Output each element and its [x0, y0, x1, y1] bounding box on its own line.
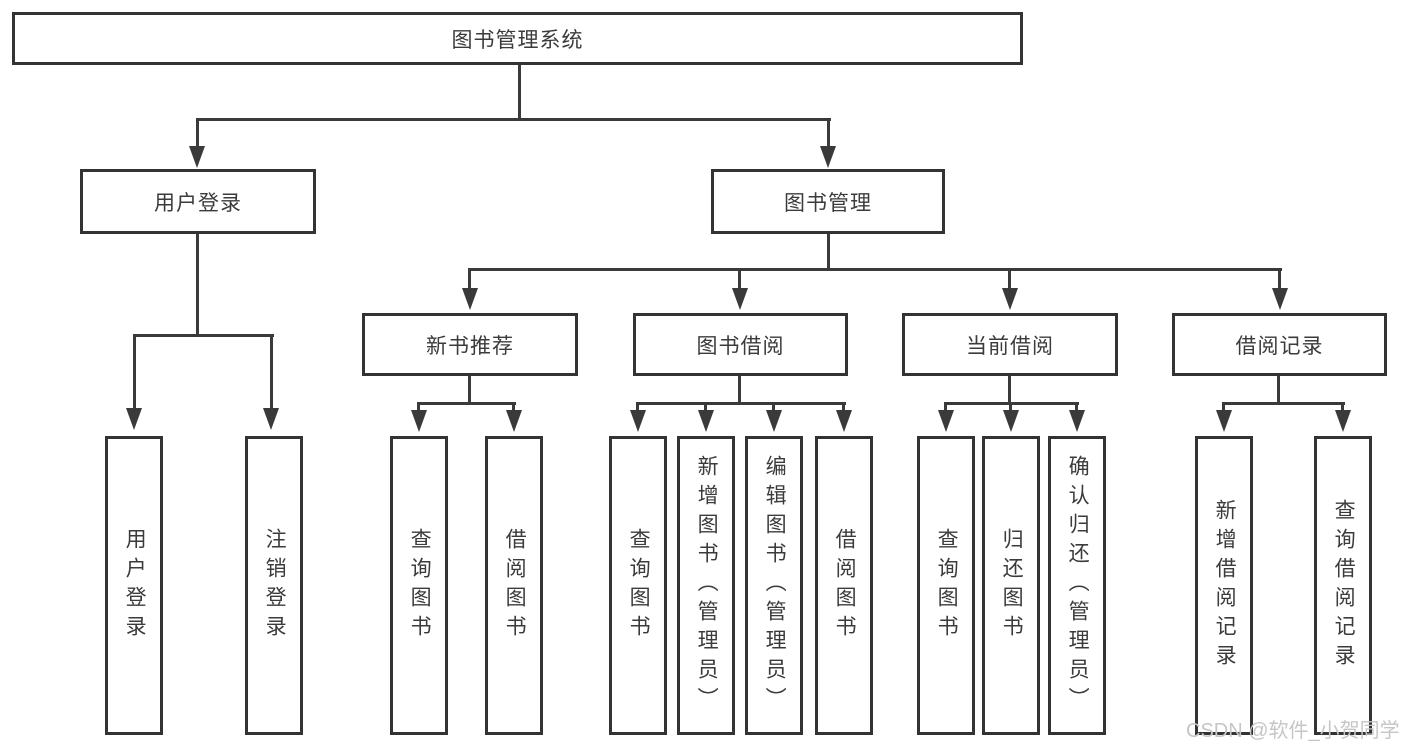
arrowhead-down: [126, 408, 142, 430]
connector-line: [1277, 376, 1280, 404]
arrowhead-down: [1216, 410, 1232, 432]
connector-line: [196, 118, 831, 121]
node-label: 归还图书: [1000, 527, 1024, 644]
node-current-borrowing: 当前借阅: [902, 313, 1118, 376]
connector-line: [417, 402, 420, 412]
leaf-add-books-admin: 新增图书（管理员）: [677, 436, 735, 735]
node-label: 新增借阅记录: [1213, 498, 1237, 673]
connector-line: [827, 118, 830, 148]
connector-line: [1341, 402, 1344, 412]
node-library-management-system: 图书管理系统: [12, 12, 1023, 65]
arrowhead-down: [506, 410, 522, 432]
connector-line: [636, 402, 846, 405]
connector-line: [944, 402, 947, 412]
arrowhead-down: [1069, 410, 1085, 432]
node-label: 用户登录: [154, 191, 242, 215]
node-label: 新增图书（管理员）: [695, 455, 719, 716]
arrowhead-down: [698, 410, 714, 432]
leaf-query-borrow-record: 查询借阅记录: [1314, 436, 1372, 735]
node-new-book-recommend: 新书推荐: [362, 313, 578, 376]
node-label: 借阅记录: [1235, 334, 1324, 358]
connector-line: [772, 402, 775, 412]
connector-line: [133, 334, 274, 337]
node-label: 图书管理系统: [451, 28, 584, 52]
node-book-borrowing: 图书借阅: [633, 313, 848, 376]
leaf-return-books: 归还图书: [982, 436, 1040, 735]
node-label: 查询图书: [935, 527, 959, 644]
connector-line: [1222, 402, 1345, 405]
connector-line: [1075, 402, 1078, 412]
arrowhead-down: [1272, 288, 1288, 310]
node-label: 查询图书: [408, 527, 432, 644]
connector-line: [738, 376, 741, 404]
connector-line: [468, 268, 1282, 271]
arrowhead-down: [836, 410, 852, 432]
node-label: 图书管理: [784, 191, 872, 215]
node-label: 借阅图书: [833, 527, 857, 644]
node-label: 当前借阅: [966, 334, 1054, 358]
node-label: 注销登录: [263, 527, 287, 644]
node-label: 查询借阅记录: [1332, 498, 1356, 673]
arrowhead-down: [189, 146, 205, 168]
node-user-login: 用户登录: [80, 169, 316, 234]
connector-line: [1222, 402, 1225, 412]
connector-line: [704, 402, 707, 412]
leaf-borrow-books-recommend: 借阅图书: [485, 436, 543, 735]
connector-line: [738, 268, 741, 290]
arrowhead-down: [766, 410, 782, 432]
connector-line: [512, 402, 515, 412]
arrowhead-down: [1003, 410, 1019, 432]
node-book-management: 图书管理: [711, 169, 945, 234]
arrowhead-down: [1335, 410, 1351, 432]
node-label: 图书借阅: [696, 334, 785, 358]
connector-line: [1009, 402, 1012, 412]
node-label: 新书推荐: [426, 334, 514, 358]
connector-line: [1008, 376, 1011, 404]
connector-line: [827, 234, 830, 270]
node-borrowing-records: 借阅记录: [1172, 313, 1387, 376]
arrowhead-down: [938, 410, 954, 432]
connector-line: [1008, 268, 1011, 290]
node-label: 用户登录: [123, 527, 147, 644]
connector-line: [842, 402, 845, 412]
connector-line: [1278, 268, 1281, 290]
arrowhead-down: [630, 410, 646, 432]
connector-line: [133, 334, 136, 410]
leaf-confirm-return-admin: 确认归还（管理员）: [1048, 436, 1106, 735]
node-label: 编辑图书（管理员）: [763, 455, 787, 716]
leaf-add-borrow-record: 新增借阅记录: [1195, 436, 1253, 735]
connector-line: [518, 65, 521, 121]
arrowhead-down: [263, 408, 279, 430]
leaf-borrow-books: 借阅图书: [815, 436, 873, 735]
leaf-user-login: 用户登录: [105, 436, 163, 735]
leaf-query-books-recommend: 查询图书: [390, 436, 448, 735]
leaf-logout: 注销登录: [245, 436, 303, 735]
leaf-query-books-current: 查询图书: [917, 436, 975, 735]
leaf-edit-books-admin: 编辑图书（管理员）: [745, 436, 803, 735]
leaf-query-books-borrowing: 查询图书: [609, 436, 667, 735]
arrowhead-down: [820, 146, 836, 168]
arrowhead-down: [411, 410, 427, 432]
arrowhead-down: [462, 288, 478, 310]
connector-line: [196, 118, 199, 148]
connector-line: [270, 334, 273, 410]
node-label: 查询图书: [627, 527, 651, 644]
connector-line: [468, 376, 471, 404]
arrowhead-down: [732, 288, 748, 310]
connector-line: [636, 402, 639, 412]
connector-line: [468, 268, 471, 290]
node-label: 确认归还（管理员）: [1066, 455, 1090, 716]
arrowhead-down: [1002, 288, 1018, 310]
connector-line: [196, 234, 199, 334]
node-label: 借阅图书: [503, 527, 527, 644]
csdn-watermark: CSDN @软件_小贺同学: [1186, 720, 1400, 742]
connector-line: [417, 402, 516, 405]
